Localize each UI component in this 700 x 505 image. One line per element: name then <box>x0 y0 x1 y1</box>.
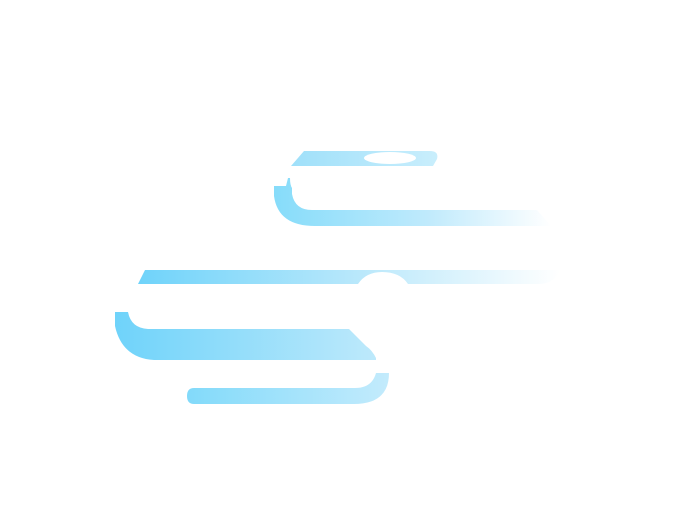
logo-lower-curve <box>115 312 376 360</box>
logo-bottom-bar <box>187 373 389 404</box>
logo-upper-curve <box>274 178 551 226</box>
logo-top-notch <box>364 152 416 164</box>
logo-middle-bar <box>138 270 560 284</box>
